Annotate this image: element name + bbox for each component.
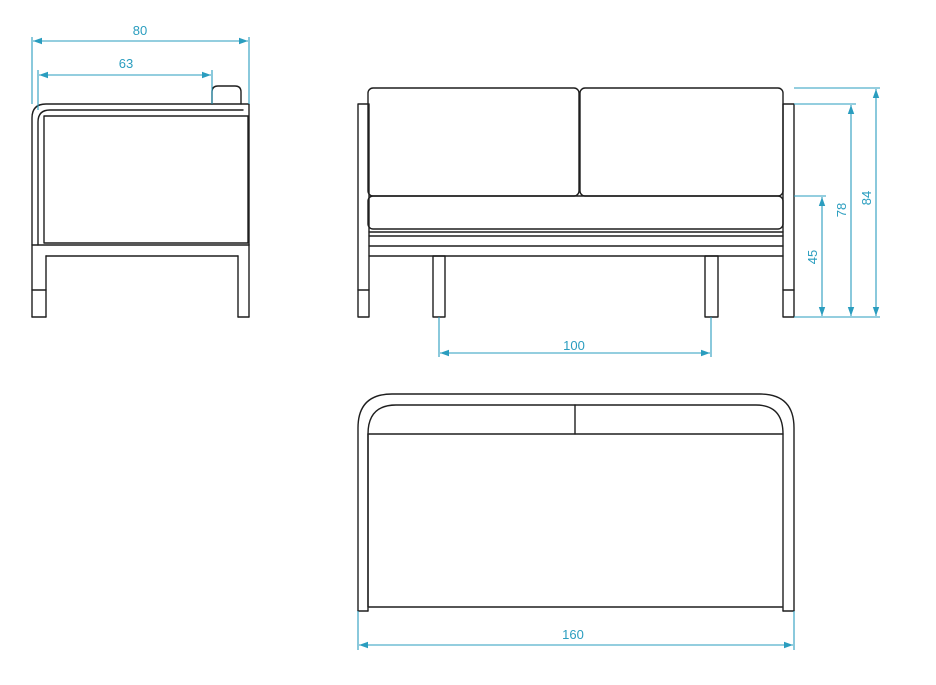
top-view: 160 xyxy=(357,393,795,650)
dim-front-leg-spacing: 100 xyxy=(563,338,585,353)
dim-front-armrest-height: 78 xyxy=(834,203,849,217)
front-view: 100 45 78 84 xyxy=(357,87,880,357)
top-frame-inner xyxy=(367,404,784,612)
front-left-arm xyxy=(357,103,370,318)
dim-top-total-width: 160 xyxy=(562,627,584,642)
dim-front-seat-height: 45 xyxy=(805,250,820,264)
front-leg-left xyxy=(432,255,446,318)
side-frame-inner xyxy=(37,109,244,246)
top-frame-outer xyxy=(357,393,795,612)
front-back-cushion-right xyxy=(579,87,784,197)
front-right-arm xyxy=(782,103,795,318)
side-back-cushion xyxy=(211,85,242,105)
side-view: 80 63 xyxy=(31,23,250,318)
dim-side-total-depth: 80 xyxy=(133,23,147,38)
front-back-cushion-left xyxy=(367,87,580,197)
dim-front-total-height: 84 xyxy=(859,191,874,205)
side-cushion xyxy=(43,115,249,244)
front-seat-cushion xyxy=(367,195,784,230)
side-frame-outer xyxy=(31,103,250,318)
front-leg-right xyxy=(704,255,719,318)
dim-side-seat-depth: 63 xyxy=(119,56,133,71)
